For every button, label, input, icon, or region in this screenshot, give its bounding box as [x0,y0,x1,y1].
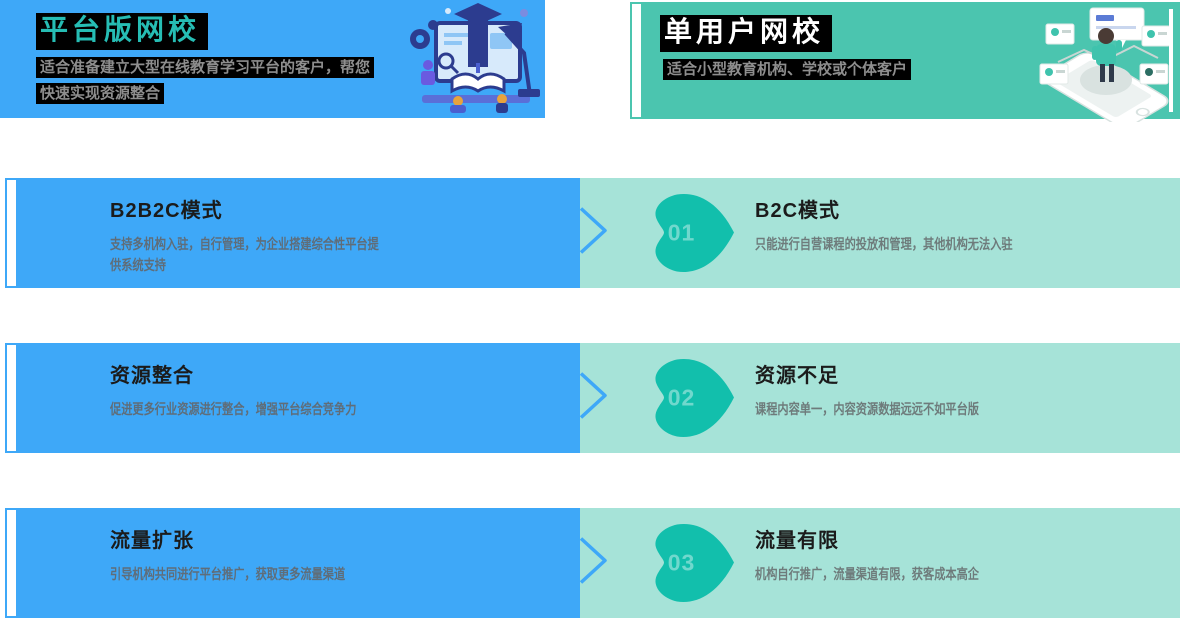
platform-resources-cell: 资源整合 促进更多行业资源进行整合，增强平台综合竞争力 [5,343,580,453]
chevron-right-icon [578,206,610,261]
leaf-badge: 03 [644,521,737,606]
single-resources-cell: 02 资源不足 课程内容单一，内容资源数据远远不如平台版 [578,343,1180,453]
platform-version-card[interactable]: 平台版网校 适合准备建立大型在线教育学习平台的客户，帮您快速实现资源整合 [0,0,545,118]
platform-traffic-desc: 引导机构共同进行平台推广，获取更多流量渠道 [110,566,346,582]
comparison-row-mode: B2B2C模式 支持多机构入驻，自行管理，为企业搭建综合性平台提供系统支持 01… [0,178,1180,288]
platform-traffic-title: 流量扩张 [110,530,194,552]
single-mode-title: B2C模式 [755,200,841,222]
single-user-card-title: 单用户网校 [660,15,833,52]
step-number: 03 [667,549,696,576]
single-user-card-desc-box: 适合小型教育机构、学校或个体客户 [663,57,1063,83]
comparison-row-resources: 资源整合 促进更多行业资源进行整合，增强平台综合竞争力 02 资源不足 课程内容… [0,343,1180,453]
platform-resources-desc: 促进更多行业资源进行整合，增强平台综合竞争力 [110,401,357,417]
single-mode-cell: 01 B2C模式 只能进行自营课程的投放和管理，其他机构无法入驻 [578,178,1180,288]
platform-card-desc: 适合准备建立大型在线教育学习平台的客户，帮您快速实现资源整合 [36,57,375,104]
single-user-card[interactable]: 单用户网校 适合小型教育机构、学校或个体客户 [630,2,1180,128]
platform-resources-title: 资源整合 [110,365,194,387]
chevron-right-icon [578,371,610,426]
single-resources-desc: 课程内容单一，内容资源数据远远不如平台版 [755,401,979,417]
platform-card-title: 平台版网校 [36,13,209,50]
online-education-platform-illustration-icon [406,3,544,120]
platform-mode-title: B2B2C模式 [110,200,223,222]
chevron-right-icon [578,536,610,591]
step-number: 01 [667,219,696,246]
single-resources-title: 资源不足 [755,365,839,387]
leaf-badge: 01 [644,191,737,276]
platform-traffic-cell: 流量扩张 引导机构共同进行平台推广，获取更多流量渠道 [5,508,580,618]
single-user-card-desc: 适合小型教育机构、学校或个体客户 [663,59,912,80]
platform-mode-cell: B2B2C模式 支持多机构入驻，自行管理，为企业搭建综合性平台提供系统支持 [5,178,580,288]
single-user-card-title-box: 单用户网校 [660,15,833,52]
platform-mode-desc: 支持多机构入驻，自行管理，为企业搭建综合性平台提供系统支持 [110,236,379,273]
leaf-badge: 02 [644,356,737,441]
comparison-row-traffic: 流量扩张 引导机构共同进行平台推广，获取更多流量渠道 03 流量有限 机构自行推… [0,508,1180,618]
single-traffic-cell: 03 流量有限 机构自行推广，流量渠道有限，获客成本高企 [578,508,1180,618]
step-number: 02 [667,384,696,411]
single-mode-desc: 只能进行自营课程的投放和管理，其他机构无法入驻 [755,236,1013,252]
single-traffic-title: 流量有限 [755,530,839,552]
platform-card-title-box: 平台版网校 [36,13,209,50]
single-user-phone-illustration-icon [1038,2,1174,128]
single-traffic-desc: 机构自行推广，流量渠道有限，获客成本高企 [755,566,979,582]
platform-card-desc-box: 适合准备建立大型在线教育学习平台的客户，帮您快速实现资源整合 [36,55,378,107]
